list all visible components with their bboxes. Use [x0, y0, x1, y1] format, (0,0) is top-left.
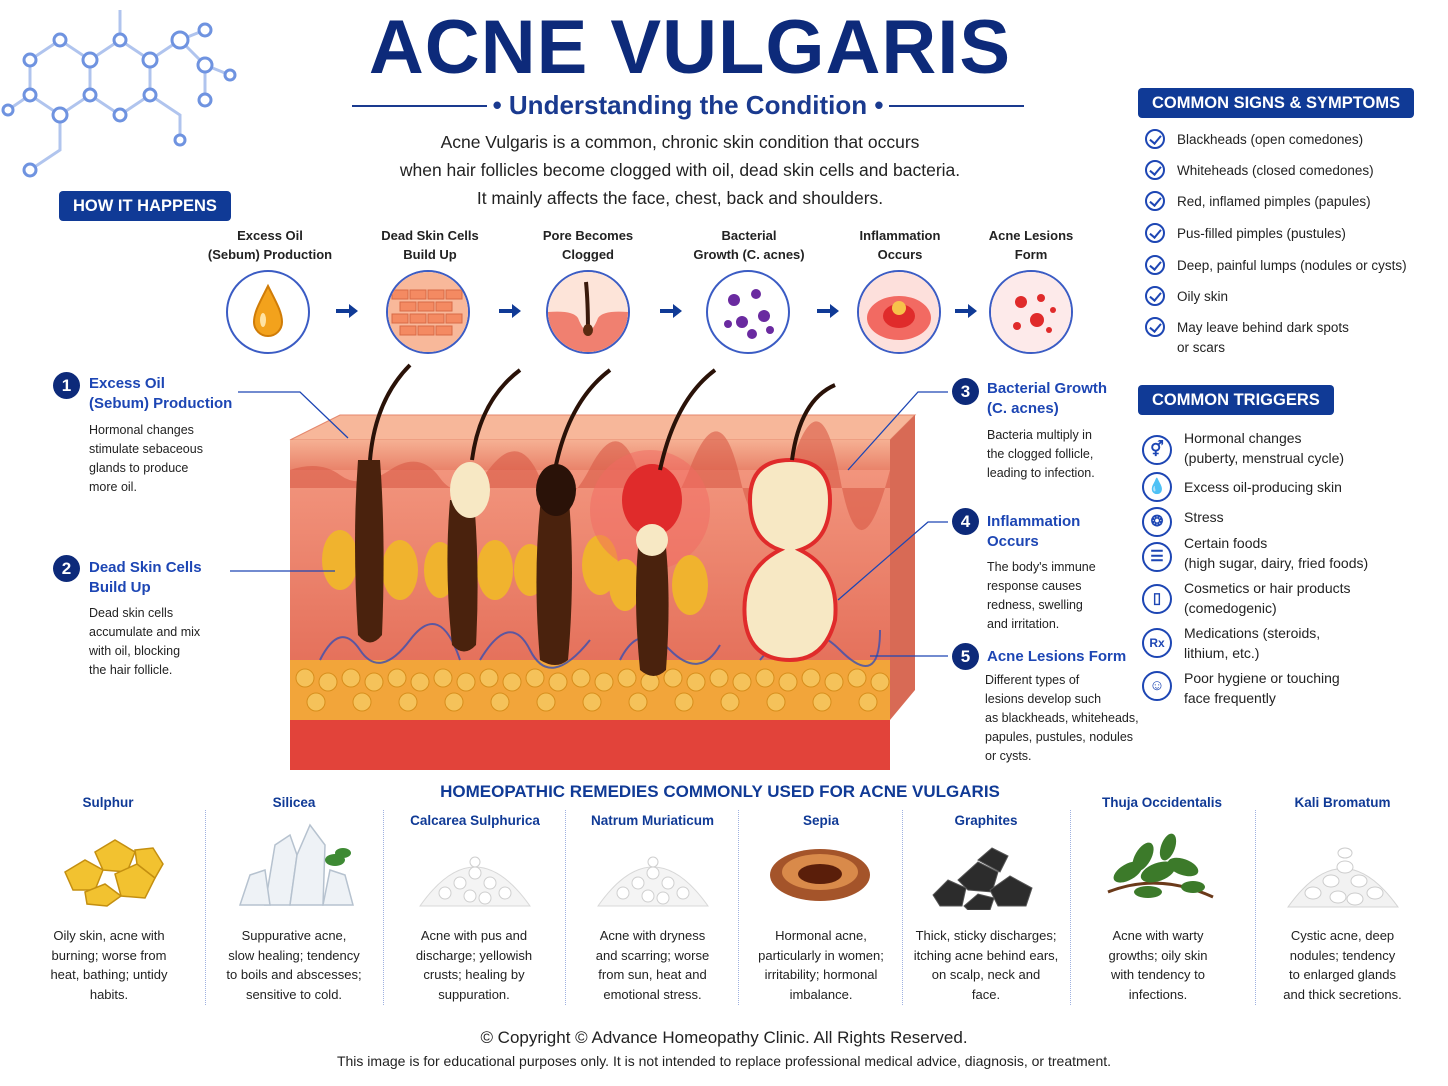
- how-it-happens-label: HOW IT HAPPENS: [59, 191, 231, 221]
- step-title: Excess Oil(Sebum) Production: [89, 375, 233, 412]
- arrow-right-icon: [955, 304, 977, 318]
- step-number: 1: [53, 372, 80, 399]
- check-circle-icon: [1145, 223, 1165, 243]
- step-title: Acne Lesions Form: [987, 648, 1127, 665]
- molecule-decoration-icon: [1, 10, 237, 178]
- skin-cells-icon: [386, 270, 470, 354]
- cuttlefish-shell-icon: [770, 849, 870, 901]
- bacteria-icon: [706, 270, 790, 354]
- arrow-right-icon: [336, 304, 358, 318]
- cosmetic-bottle-icon: ▯: [1142, 584, 1172, 614]
- trigger-item: Hormonal changes(puberty, menstrual cycl…: [1184, 430, 1345, 466]
- page-subtitle: • Understanding the Condition •: [492, 90, 884, 120]
- divider: [565, 810, 566, 1005]
- check-circle-icon: [1145, 129, 1165, 149]
- check-circle-icon: [1145, 160, 1165, 180]
- lesions-icon: [989, 270, 1073, 354]
- divider: [205, 810, 206, 1005]
- skin-cross-section-illustration: [289, 363, 917, 770]
- trigger-item: Medications (steroids,lithium, etc.): [1184, 625, 1321, 661]
- check-circle-icon: [1145, 255, 1165, 275]
- burger-icon: ☰: [1142, 542, 1172, 572]
- pills-icon: Rx: [1142, 628, 1172, 658]
- step-number: 4: [952, 508, 979, 535]
- white-pills-icon: [419, 856, 531, 907]
- trigger-item: Stress: [1184, 509, 1224, 525]
- divider: [383, 810, 384, 1005]
- trigger-item: Excess oil-producing skin: [1184, 479, 1342, 495]
- salt-pills-icon: [597, 856, 709, 907]
- remedy-description: Hormonal acne,particularly in women;irri…: [758, 928, 884, 1002]
- step-number: 5: [952, 643, 979, 670]
- intro-text: Acne Vulgaris is a common, chronic skin …: [399, 132, 961, 208]
- clogged-pore-icon: [546, 270, 630, 354]
- arrow-right-icon: [817, 304, 839, 318]
- inflammation-icon: [857, 270, 941, 354]
- remedy-description: Thick, sticky discharges;itching acne be…: [913, 928, 1059, 1002]
- arrow-right-icon: [660, 304, 682, 318]
- copyright-text: © Copyright © Advance Homeopathy Clinic.…: [480, 1028, 968, 1047]
- brain-icon: ❂: [1142, 507, 1172, 537]
- quartz-crystals-icon: [238, 823, 354, 906]
- subtitle-row: • Understanding the Condition •: [352, 90, 1024, 122]
- sulphur-crystals-icon: [64, 839, 164, 907]
- divider: [1070, 810, 1071, 1005]
- trigger-item: Certain foods(high sugar, dairy, fried f…: [1184, 535, 1369, 571]
- check-circle-icon: [1145, 317, 1165, 337]
- divider: [1255, 810, 1256, 1005]
- step-number: 3: [952, 378, 979, 405]
- step-number: 2: [53, 555, 80, 582]
- face-touch-icon: ☺: [1142, 671, 1172, 701]
- trigger-item: Cosmetics or hair products(comedogenic): [1184, 580, 1351, 616]
- remedies-title: HOMEOPATHIC REMEDIES COMMONLY USED FOR A…: [440, 782, 1000, 801]
- stage-label: Excess Oil(Sebum) Production: [207, 228, 333, 262]
- step-title: Bacterial Growth(C. acnes): [987, 380, 1108, 417]
- symptoms-label: COMMON SIGNS & SYMPTOMS: [1138, 88, 1415, 118]
- oil-drop-icon: [226, 270, 310, 354]
- check-circle-icon: [1145, 191, 1165, 211]
- graphite-lumps-icon: [932, 847, 1033, 910]
- check-circle-icon: [1145, 286, 1165, 306]
- arrow-right-icon: [499, 304, 521, 318]
- droplet-icon: 💧: [1142, 472, 1172, 502]
- thuja-branch-icon: [1107, 833, 1214, 899]
- triggers-label: COMMON TRIGGERS: [1138, 385, 1334, 415]
- divider: [902, 810, 903, 1005]
- gender-icon: ⚥: [1142, 435, 1172, 465]
- disclaimer-text: This image is for educational purposes o…: [336, 1053, 1112, 1069]
- globules-icon: [1287, 847, 1399, 908]
- page-title: ACNE VULGARIS: [368, 5, 1012, 90]
- divider: [738, 810, 739, 1005]
